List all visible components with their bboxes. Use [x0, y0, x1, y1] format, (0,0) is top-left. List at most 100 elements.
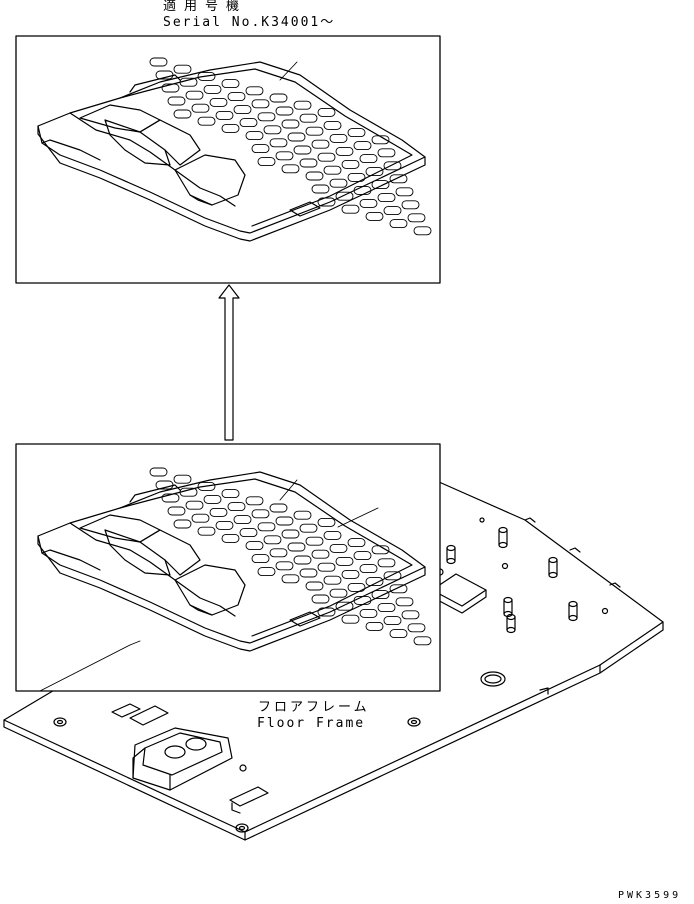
floor-frame-leader [129, 640, 141, 646]
mat-hole [251, 99, 270, 109]
mat-hole [257, 112, 276, 122]
mat-hole [185, 500, 204, 510]
mat-hole [173, 64, 192, 74]
mat-hole [257, 157, 276, 167]
mat-hole [269, 138, 288, 148]
floor-frame-leader [39, 644, 131, 692]
mat-hole [359, 198, 378, 208]
mat-hole [335, 601, 354, 611]
mat-hole [251, 144, 270, 154]
mat-hole [371, 545, 390, 555]
mat-hole [281, 574, 300, 584]
mat-hole [395, 597, 414, 607]
mat-hole [239, 528, 258, 538]
upward-arrow [218, 284, 240, 441]
mat-hole [383, 616, 402, 626]
mat-hole [155, 480, 174, 490]
mat-hole [377, 148, 396, 158]
lower-detail-box [15, 443, 441, 692]
mat-hole [299, 568, 318, 578]
mat-hole [167, 96, 186, 106]
mat-hole [329, 133, 348, 143]
mat-hole [275, 151, 294, 161]
mat-hole [377, 603, 396, 613]
mat-hole [185, 90, 204, 100]
mat-hole [197, 71, 216, 81]
mat-hole [317, 152, 336, 162]
serial-number-label: Serial No.K34001～ [163, 15, 336, 30]
mat-hole [209, 97, 228, 107]
mat-hole [191, 513, 210, 523]
mat-hole [377, 193, 396, 203]
mat-holes-upper [149, 57, 432, 236]
mat-hole [413, 226, 432, 236]
mat-hole [371, 590, 390, 600]
floor-frame-leader [337, 507, 379, 528]
mat-hole [365, 211, 384, 221]
floor-slot [129, 705, 169, 726]
mat-hole [251, 509, 270, 519]
mat-hole [407, 623, 426, 633]
floor-frame-label-en: Floor Frame [257, 716, 366, 731]
mat-hole [299, 113, 318, 123]
mat-hole [221, 533, 240, 543]
mat-hole [257, 522, 276, 532]
mat-hole [371, 180, 390, 190]
mat-hole [287, 542, 306, 552]
mat-hole [227, 92, 246, 102]
mat-hole [365, 577, 384, 587]
mat-hole [329, 178, 348, 188]
mat-hole [305, 171, 324, 181]
mat-hole [191, 103, 210, 113]
mat-hole [275, 106, 294, 116]
mat-hole [245, 86, 264, 96]
mat-hole [341, 204, 360, 214]
mat-hole [149, 57, 168, 67]
floor-frame [3, 477, 664, 841]
pedal-console [132, 727, 233, 791]
mat-leader-lower [279, 479, 298, 501]
mat-hole [407, 213, 426, 223]
mat-hole [359, 564, 378, 574]
mat-hole [293, 510, 312, 520]
floor-hole [53, 717, 67, 727]
mat-hole [263, 125, 282, 135]
mat-hole [281, 164, 300, 174]
floor-slot [111, 703, 141, 718]
mat-hole [395, 187, 414, 197]
upper-detail-box [15, 35, 441, 284]
mat-hole [221, 123, 240, 133]
mat-hole [245, 541, 264, 551]
drawing-code: PWK3599 [618, 890, 682, 901]
mat-hole [347, 172, 366, 182]
mat-hole [341, 614, 360, 624]
mat-hole [347, 538, 366, 548]
mat-hole [203, 84, 222, 94]
mat-hole [359, 154, 378, 164]
mat-hole [269, 93, 288, 103]
mat-hole [341, 569, 360, 579]
mat-hole [371, 135, 390, 145]
mat-hole [401, 610, 420, 620]
mat-hole [245, 496, 264, 506]
mat-hole [299, 158, 318, 168]
mat-hole [287, 132, 306, 142]
mat-hole [305, 536, 324, 546]
mat-hole [323, 575, 342, 585]
mat-hole [353, 141, 372, 151]
mat-hole [311, 139, 330, 149]
mat-hole [335, 146, 354, 156]
mat-hole [311, 549, 330, 559]
mat-hole [161, 493, 180, 503]
mat-hole [389, 629, 408, 639]
mat-hole [317, 517, 336, 527]
mat-hole [173, 519, 192, 529]
mat-hole [221, 489, 240, 499]
mat-hole [203, 494, 222, 504]
mat-hole [353, 595, 372, 605]
floor-hole [480, 671, 506, 687]
mat-hole [365, 621, 384, 631]
mat-hole [197, 526, 216, 536]
